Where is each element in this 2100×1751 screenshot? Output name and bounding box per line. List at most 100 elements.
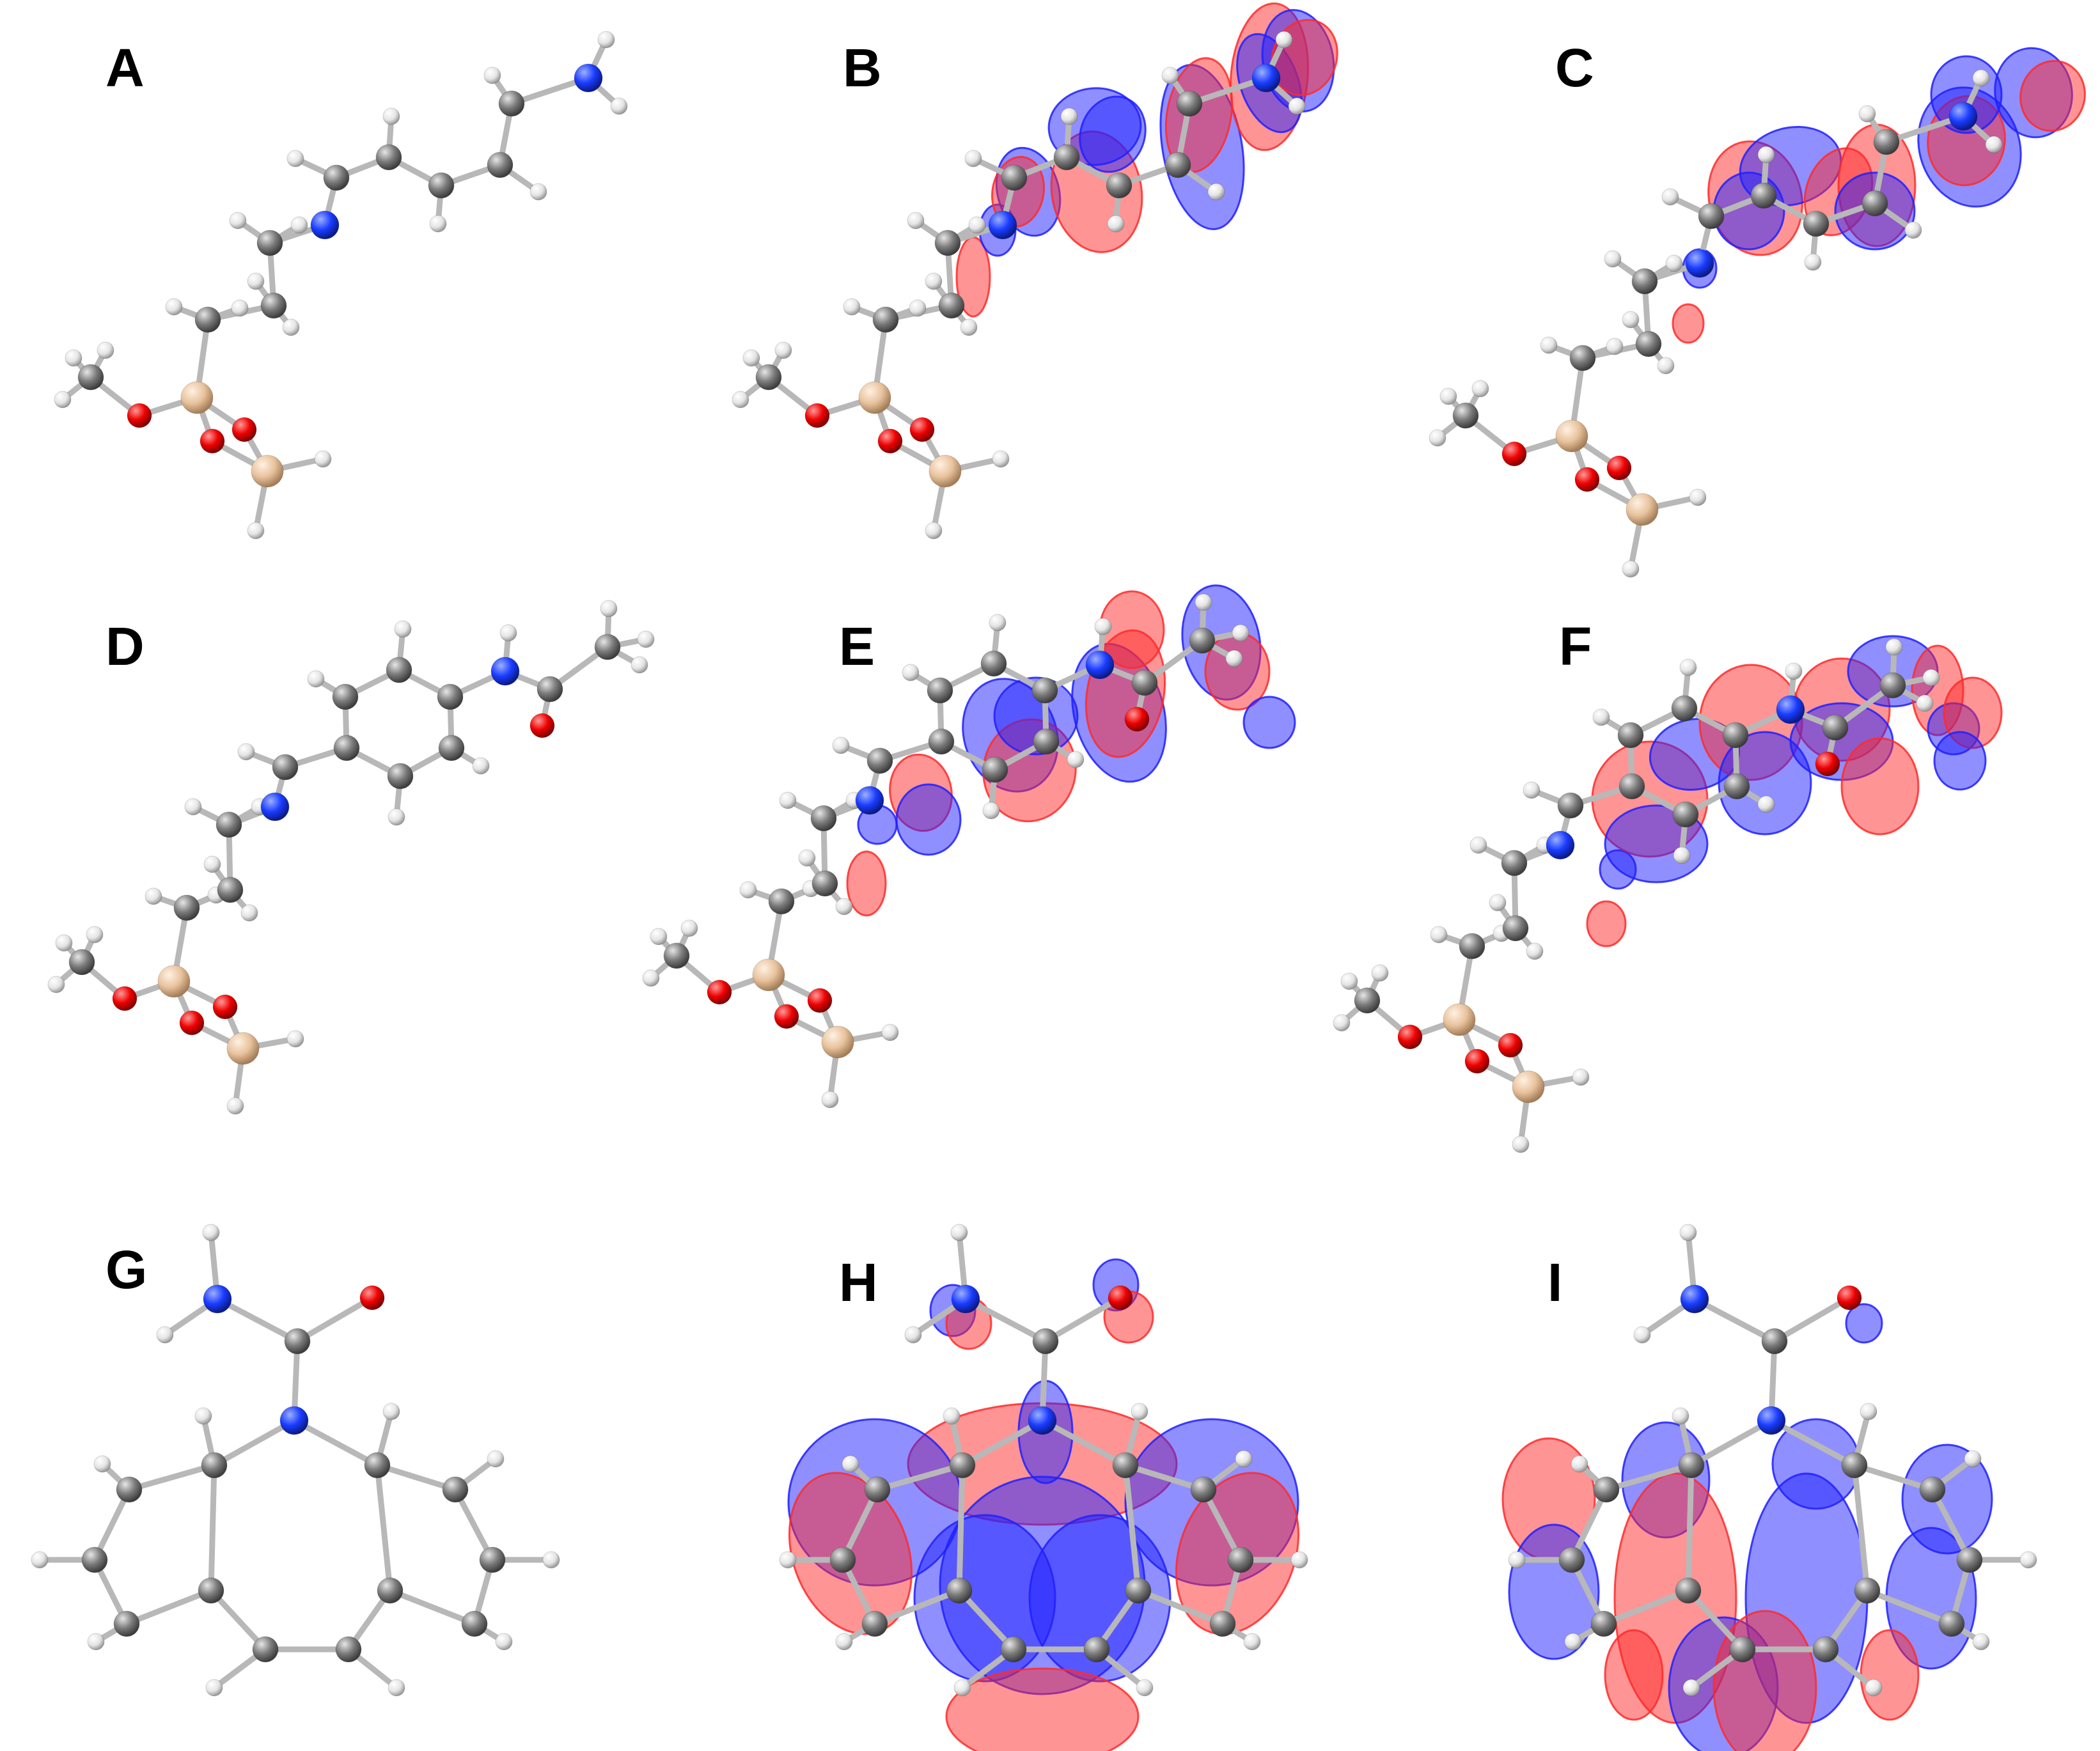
- panel-g-bond: [387, 1587, 478, 1627]
- panel-d-carbon-atom: [438, 735, 465, 761]
- panel-f-carbon-atom: [1822, 714, 1849, 741]
- panel-c-silicon-atom: [1555, 419, 1588, 453]
- panel-f-silicon-atom: [1512, 1070, 1545, 1103]
- panel-a-carbon-atom: [77, 364, 104, 391]
- panel-e-hydrogen-atom: [739, 881, 757, 899]
- panel-i-hydrogen-atom: [1972, 1633, 1990, 1651]
- panel-d-carbon-atom: [215, 811, 242, 838]
- panel-d-hydrogen-atom: [637, 630, 655, 648]
- panel-i-carbon-atom: [1938, 1610, 1965, 1637]
- panel-c-hydrogen-atom: [1622, 311, 1640, 329]
- panel-a-hydrogen-atom: [483, 66, 501, 84]
- panel-g-bond: [291, 1417, 380, 1468]
- panel-c-carbon-atom: [1803, 210, 1830, 237]
- panel-label-e: E: [839, 616, 875, 676]
- panel-i-bond: [1768, 1417, 1858, 1468]
- panel-a-oxygen-atom: [231, 417, 257, 442]
- panel-i-hydrogen-atom: [1564, 1633, 1582, 1651]
- panel-c-hydrogen-atom: [1804, 253, 1822, 271]
- panel-f-carbon-atom: [1557, 792, 1584, 819]
- panel-i-carbon-atom: [1919, 1476, 1946, 1503]
- panel-b-hydrogen-atom: [774, 341, 792, 359]
- panel-label-a: A: [106, 38, 145, 98]
- panel-g-bond: [208, 1462, 217, 1594]
- panel-g-bond: [374, 1462, 393, 1594]
- panel-i-bond: [1601, 1587, 1691, 1627]
- panel-i-carbon-atom: [1841, 1452, 1868, 1479]
- panel-d-hydrogen-atom: [286, 1030, 304, 1048]
- panel-b-hydrogen-atom: [960, 318, 978, 336]
- panel-c-hydrogen-atom: [1665, 254, 1683, 272]
- panel-c-hydrogen-atom: [1661, 188, 1679, 206]
- panel-e-oxygen-atom: [774, 1004, 799, 1029]
- panel-c-carbon-atom: [1873, 128, 1900, 155]
- panel-f-hydrogen-atom: [1916, 694, 1934, 712]
- panel-d-hydrogen-atom: [499, 624, 517, 642]
- panel-i-bond: [1929, 1486, 1973, 1563]
- panel-f-carbon-atom: [1502, 915, 1529, 942]
- panel-g-nitrogen-atom: [203, 1284, 232, 1314]
- panel-d-nitrogen-atom: [260, 792, 290, 821]
- panel-c-hydrogen-atom: [1689, 488, 1707, 506]
- panel-g-hydrogen-atom: [87, 1633, 105, 1651]
- panel-i-bond: [1864, 1587, 1955, 1627]
- panel-h-carbon-atom: [861, 1610, 888, 1637]
- panel-g-hydrogen-atom: [495, 1633, 513, 1651]
- panel-h-carbon-atom: [1190, 1476, 1217, 1503]
- panel-c-hydrogen-atom: [1972, 69, 1990, 87]
- panel-g-hydrogen-atom: [202, 1224, 220, 1241]
- panel-f-hydrogen-atom: [1371, 964, 1389, 982]
- panel-b-oxygen-atom: [877, 428, 903, 454]
- panel-h-hydrogen-atom: [1243, 1633, 1261, 1651]
- panel-i-oxygen-atom: [1837, 1285, 1862, 1311]
- molecule-panel-d: [47, 600, 655, 1115]
- molecule-panel-g: [31, 1224, 560, 1697]
- panel-e-carbon-atom: [866, 747, 893, 774]
- panel-g-carbon-atom: [201, 1452, 228, 1479]
- panel-g-bond: [294, 1295, 375, 1344]
- panel-d-carbon-atom: [387, 763, 414, 790]
- panel-h-carbon-atom: [1227, 1546, 1254, 1573]
- panel-i-carbon-atom: [1956, 1546, 1983, 1573]
- panel-h-nitrogen-atom: [951, 1284, 980, 1314]
- panel-e-carbon-atom: [1131, 669, 1158, 696]
- panel-h-bond: [840, 1486, 881, 1563]
- panel-f-hydrogen-atom: [1489, 894, 1507, 912]
- panel-d-hydrogen-atom: [631, 656, 648, 674]
- panel-h-bond: [1042, 1295, 1124, 1344]
- panel-e-hydrogen-atom: [680, 919, 698, 937]
- panel-i-carbon-atom: [1854, 1577, 1881, 1604]
- panel-i-hydrogen-atom: [1682, 1679, 1700, 1697]
- panel-f-carbon-atom: [1617, 722, 1644, 749]
- panel-h-bond: [1135, 1587, 1226, 1627]
- panel-f-carbon-atom: [1722, 722, 1749, 749]
- panel-d-hydrogen-atom: [394, 620, 412, 638]
- panel-g-bond: [123, 1587, 214, 1627]
- panel-g-carbon-atom: [252, 1636, 279, 1663]
- panel-a-silicon-atom: [251, 455, 284, 488]
- panel-e-nitrogen-atom: [855, 786, 884, 815]
- panel-h-carbon-atom: [1083, 1636, 1110, 1663]
- panel-d-carbon-atom: [68, 949, 95, 976]
- panel-h-hydrogen-atom: [1131, 1403, 1148, 1420]
- orbital-panel-e: [642, 584, 1296, 1109]
- panel-e-carbon-atom: [768, 888, 795, 915]
- panel-b-carbon-atom: [938, 292, 965, 319]
- panel-b-carbon-atom: [1106, 172, 1132, 199]
- panel-a-carbon-atom: [498, 90, 525, 117]
- panel-f-orbital-lobe: [1840, 737, 1920, 836]
- panel-c-carbon-atom: [1452, 402, 1479, 429]
- panel-e-hydrogen-atom: [779, 791, 797, 809]
- panel-d-silicon-atom: [226, 1032, 260, 1065]
- panel-b-hydrogen-atom: [907, 212, 925, 230]
- panel-c-orbital-lobe: [2019, 59, 2086, 132]
- panel-f-carbon-atom: [1459, 933, 1485, 960]
- panel-g-bond: [211, 1417, 297, 1468]
- panel-b-hydrogen-atom: [1161, 66, 1179, 84]
- panel-g-bond: [452, 1486, 496, 1563]
- panel-h-hydrogen-atom: [950, 1224, 968, 1241]
- panel-g-oxygen-atom: [359, 1285, 385, 1311]
- panel-e-nitrogen-atom: [1085, 650, 1115, 680]
- panel-d-oxygen-atom: [112, 986, 137, 1011]
- panel-a-carbon-atom: [260, 292, 287, 319]
